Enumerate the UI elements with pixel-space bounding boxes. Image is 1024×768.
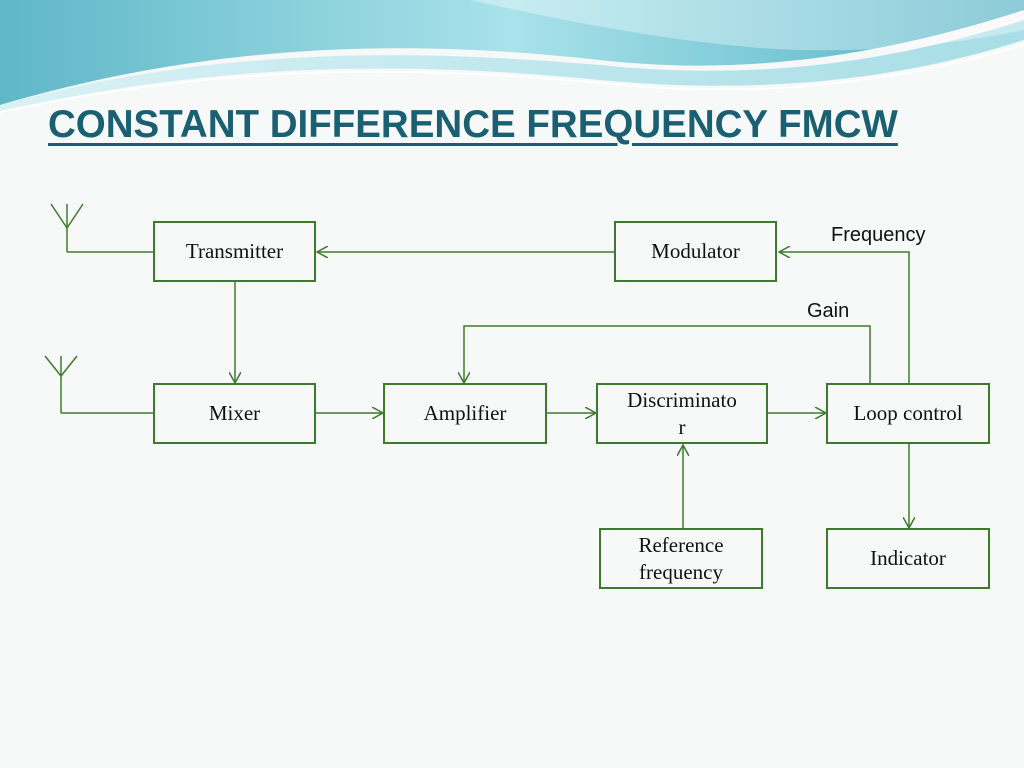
transmitter-block: Transmitter bbox=[153, 221, 316, 282]
frequency-signal-label: Frequency bbox=[831, 224, 926, 246]
mixer-block: Mixer bbox=[153, 383, 316, 444]
modulator-block: Modulator bbox=[614, 221, 777, 282]
arrow-gain-feedback bbox=[464, 325, 871, 383]
gain-signal-label: Gain bbox=[807, 300, 850, 322]
reference-label-line2: frequency bbox=[639, 559, 723, 584]
transmitter-label: Transmitter bbox=[185, 239, 284, 264]
arrow-frequency-feedback bbox=[779, 252, 910, 383]
receive-antenna-icon bbox=[44, 355, 153, 414]
mixer-label: Mixer bbox=[208, 401, 261, 426]
loop-control-block: Loop control bbox=[826, 383, 990, 444]
discriminator-label-line2: r bbox=[678, 414, 686, 439]
modulator-label: Modulator bbox=[651, 239, 740, 264]
amplifier-label: Amplifier bbox=[423, 401, 507, 426]
reference-frequency-block: Reference frequency bbox=[599, 528, 763, 589]
reference-label-line1: Reference bbox=[638, 533, 724, 558]
amplifier-block: Amplifier bbox=[383, 383, 547, 444]
header-wave-decoration bbox=[0, 0, 1024, 113]
loop-control-label: Loop control bbox=[853, 401, 963, 426]
indicator-block: Indicator bbox=[826, 528, 990, 589]
indicator-label: Indicator bbox=[870, 546, 946, 571]
discriminator-label-line1: Discriminato bbox=[627, 388, 737, 413]
transmit-antenna-icon bbox=[50, 203, 153, 253]
discriminator-block: Discriminato r bbox=[596, 383, 768, 444]
page-title: CONSTANT DIFFERENCE FREQUENCY FMCW bbox=[48, 103, 898, 146]
